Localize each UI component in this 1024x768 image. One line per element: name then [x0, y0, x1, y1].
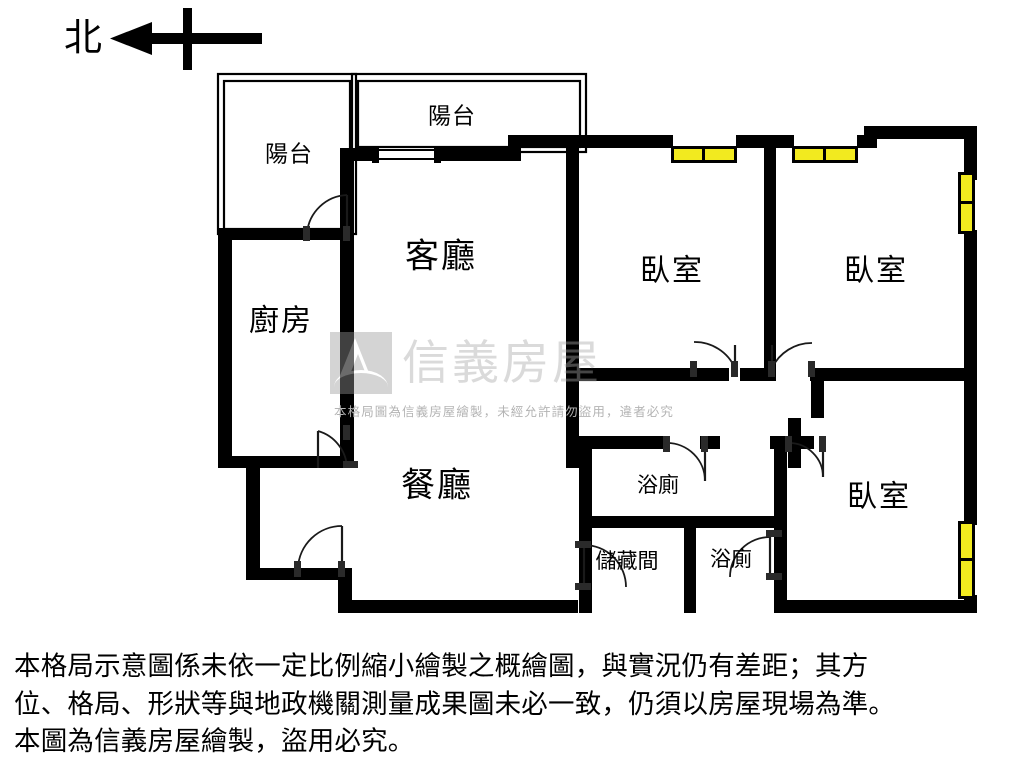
window-bedroom2-right [958, 172, 975, 234]
door-storage [575, 541, 627, 590]
room-label-group: 陽台陽台客廳廚房餐廳臥室臥室臥室浴廁浴廁儲藏間 [249, 104, 911, 574]
door-bedroom1 [690, 341, 738, 377]
door-entrance [294, 525, 345, 577]
door-bedroom3 [785, 436, 826, 478]
door-bathroom2 [729, 530, 782, 580]
north-arrow-icon [110, 8, 262, 70]
door-bathroom1 [663, 436, 708, 482]
room-label-bathroom-2: 浴廁 [710, 547, 752, 571]
room-label-dining-room: 餐廳 [401, 466, 473, 506]
room-label-bathroom-1: 浴廁 [637, 473, 679, 497]
room-label-living-room: 客廳 [405, 237, 477, 277]
disclaimer-line-2: 位、格局、形狀等與地政機關測量成果圖未必一致，仍須以房屋現場為準。 [14, 688, 896, 720]
window-bedroom1-top [671, 146, 737, 163]
structural-walls [218, 126, 977, 613]
room-label-storage-room: 儲藏間 [596, 549, 659, 573]
compass-north-label: 北 [64, 16, 102, 60]
room-label-kitchen: 廚房 [249, 304, 313, 339]
door-kitchen-lower [316, 425, 358, 469]
window-group [372, 146, 975, 599]
window-bedroom2-top [792, 146, 858, 163]
door-group [294, 194, 826, 590]
room-label-balcony-left: 陽台 [265, 142, 313, 168]
room-label-bedroom-2: 臥室 [844, 254, 908, 289]
window-bedroom3-right [958, 521, 975, 599]
disclaimer-text: 本格局示意圖係未依一定比例縮小繪製之概繪圖，與實況仍有差距；其方 位、格局、形狀… [14, 648, 1014, 761]
room-label-bedroom-3: 臥室 [847, 480, 911, 515]
sliding-door-balcony [372, 146, 441, 163]
door-kitchen-upper [303, 194, 350, 241]
disclaimer-line-3: 本圖為信義房屋繪製，盜用必究。 [14, 726, 415, 758]
room-label-balcony-top: 陽台 [428, 104, 476, 130]
disclaimer-line-1: 本格局示意圖係未依一定比例縮小繪製之概繪圖，與實況仍有差距；其方 [14, 651, 869, 682]
door-bedroom2 [768, 342, 815, 377]
room-label-bedroom-1: 臥室 [640, 254, 704, 289]
